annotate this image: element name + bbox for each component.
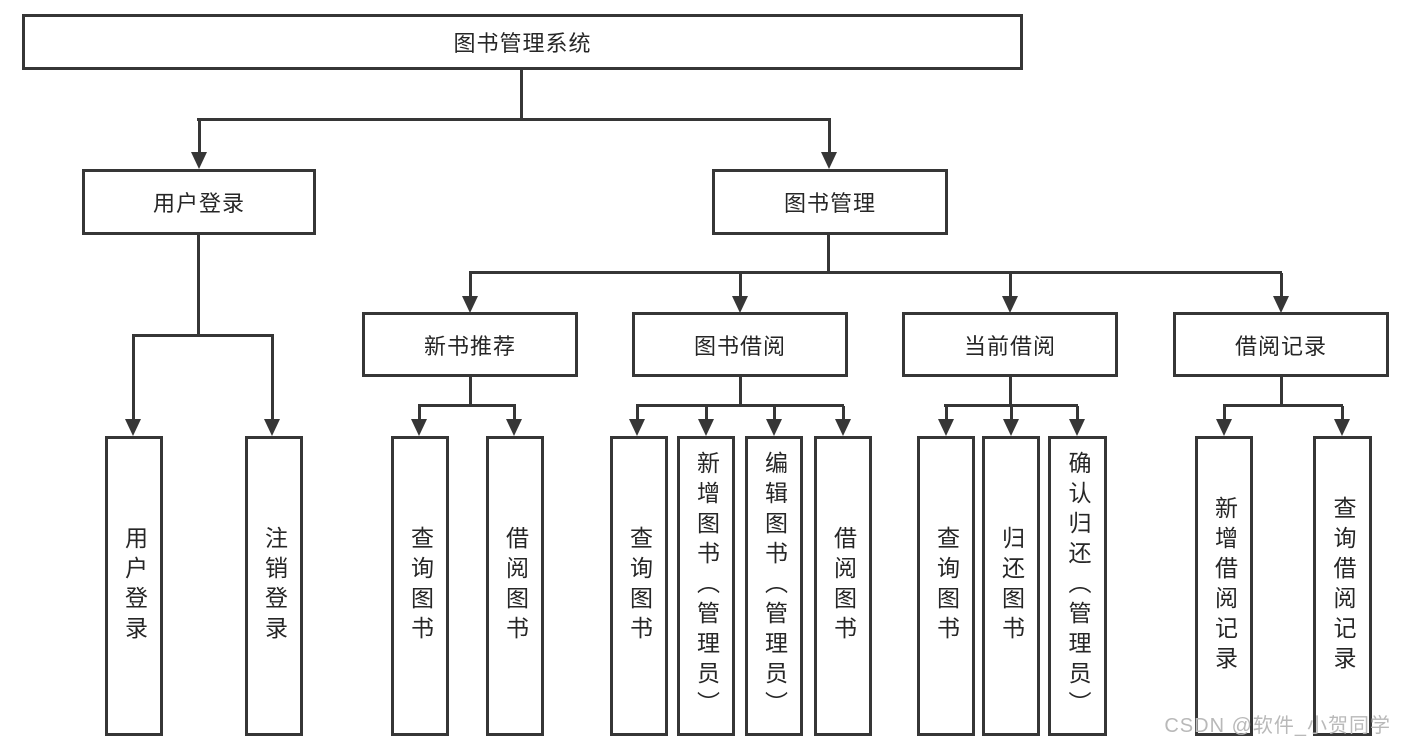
connector-user-login-stem xyxy=(197,235,200,335)
arrow-down-icon xyxy=(732,273,748,313)
arrow-down-icon xyxy=(1334,406,1350,436)
leaf-label: 查询借阅记录 xyxy=(1330,496,1356,676)
leaf-label: 查询图书 xyxy=(407,526,434,646)
node-book-borrow: 图书借阅 xyxy=(632,312,848,377)
node-current-borrow: 当前借阅 xyxy=(902,312,1118,377)
connector-book-borrow-rail xyxy=(636,404,844,407)
connector-user-login-rail xyxy=(132,334,274,337)
arrow-down-icon xyxy=(821,120,837,169)
arrow-down-icon xyxy=(1069,406,1085,436)
leaf-label: 借阅图书 xyxy=(830,526,857,646)
arrow-down-icon xyxy=(191,120,207,169)
node-root-library-system: 图书管理系统 xyxy=(22,14,1023,70)
leaf-label: 查询图书 xyxy=(626,526,653,646)
arrow-down-icon xyxy=(835,406,851,436)
arrow-down-icon xyxy=(1216,406,1232,436)
node-leaf-return-book: 归还图书 xyxy=(982,436,1040,736)
node-leaf-query-borrow-record: 查询借阅记录 xyxy=(1313,436,1372,736)
connector-level2-rail xyxy=(197,118,831,121)
arrow-down-icon xyxy=(938,406,954,436)
leaf-label: 用户登录 xyxy=(121,526,148,646)
arrow-down-icon xyxy=(1002,273,1018,313)
leaf-label: 注销登录 xyxy=(261,526,288,646)
arrow-down-icon xyxy=(1003,406,1019,436)
node-leaf-current-query-book: 查询图书 xyxy=(917,436,975,736)
arrow-down-icon xyxy=(411,406,427,436)
leaf-label: 新增图书（管理员） xyxy=(693,451,720,721)
leaf-label: 编辑图书（管理员） xyxy=(761,451,788,721)
node-leaf-logout: 注销登录 xyxy=(245,436,303,736)
arrow-down-icon xyxy=(698,406,714,436)
node-leaf-user-login: 用户登录 xyxy=(105,436,163,736)
arrow-down-icon xyxy=(766,406,782,436)
node-leaf-confirm-return-admin: 确认归还（管理员） xyxy=(1048,436,1107,736)
node-borrow-record: 借阅记录 xyxy=(1173,312,1389,377)
connector-borrow-record-stem xyxy=(1280,377,1283,405)
node-leaf-recommend-query-book: 查询图书 xyxy=(391,436,449,736)
node-new-book-recommend: 新书推荐 xyxy=(362,312,578,377)
node-book-management: 图书管理 xyxy=(712,169,948,235)
connector-new-book-stem xyxy=(469,377,472,405)
connector-book-borrow-stem xyxy=(739,377,742,405)
connector-level3-rail xyxy=(469,271,1282,274)
node-user-login: 用户登录 xyxy=(82,169,316,235)
arrow-down-icon xyxy=(264,336,280,436)
leaf-label: 查询图书 xyxy=(933,526,960,646)
arrow-down-icon xyxy=(506,406,522,436)
arrow-down-icon xyxy=(125,336,141,436)
arrow-down-icon xyxy=(629,406,645,436)
leaf-label: 借阅图书 xyxy=(502,526,529,646)
node-leaf-edit-book-admin: 编辑图书（管理员） xyxy=(745,436,803,736)
leaf-label: 归还图书 xyxy=(998,526,1025,646)
leaf-label: 新增借阅记录 xyxy=(1211,496,1238,676)
node-leaf-borrow-book: 借阅图书 xyxy=(814,436,872,736)
connector-borrow-record-rail xyxy=(1223,404,1343,407)
node-leaf-borrow-query-book: 查询图书 xyxy=(610,436,668,736)
leaf-label: 确认归还（管理员） xyxy=(1065,451,1091,721)
connector-current-borrow-rail xyxy=(944,404,1078,407)
node-leaf-recommend-borrow-book: 借阅图书 xyxy=(486,436,544,736)
arrow-down-icon xyxy=(1273,273,1289,313)
arrow-down-icon xyxy=(462,273,478,313)
connector-root-stem xyxy=(520,69,523,119)
node-leaf-add-book-admin: 新增图书（管理员） xyxy=(677,436,735,736)
connector-current-borrow-stem xyxy=(1009,377,1012,405)
connector-book-management-stem xyxy=(827,235,830,273)
connector-new-book-rail xyxy=(418,404,516,407)
node-leaf-add-borrow-record: 新增借阅记录 xyxy=(1195,436,1253,736)
